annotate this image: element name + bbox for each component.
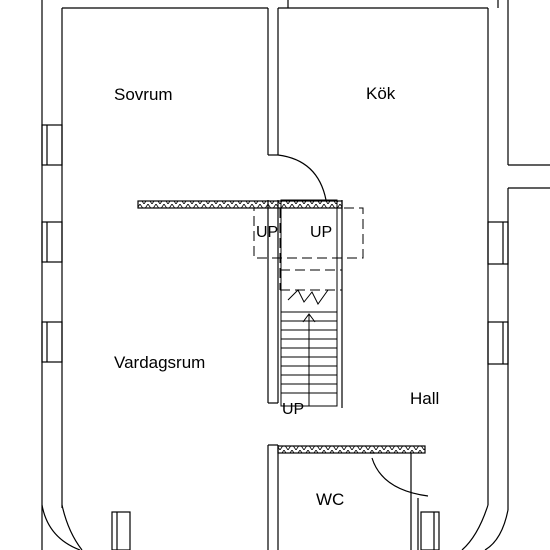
window-bottom-right [420, 511, 440, 550]
stair-label-up-right: UP [310, 224, 332, 241]
room-label-wc: WC [316, 490, 344, 509]
stair-dashed-upper [253, 207, 364, 291]
window-right-2 [487, 321, 509, 365]
outer-wall-left [41, 0, 63, 550]
room-label-sovrum: Sovrum [114, 85, 173, 104]
outer-wall-right [487, 0, 550, 510]
window-right-1 [487, 221, 509, 265]
stair-walls [267, 200, 343, 408]
window-left-2 [41, 221, 63, 263]
window-left-3 [41, 321, 63, 363]
stair-label-up-left: UP [256, 224, 278, 241]
room-label-kok: Kök [366, 84, 396, 103]
stair-railing [137, 200, 343, 209]
stair-treads [280, 199, 338, 407]
top-wall [62, 0, 499, 155]
room-label-hall: Hall [410, 389, 439, 408]
window-left-1 [41, 124, 63, 166]
wc-walls [267, 444, 426, 550]
bottom-wall-curves [41, 504, 509, 550]
door-kitchen [268, 154, 327, 201]
door-wc [370, 452, 429, 497]
room-label-vardagsrum: Vardagsrum [114, 353, 205, 372]
window-bottom-left [111, 511, 131, 550]
stair-label-up-bottom: UP [282, 401, 304, 418]
